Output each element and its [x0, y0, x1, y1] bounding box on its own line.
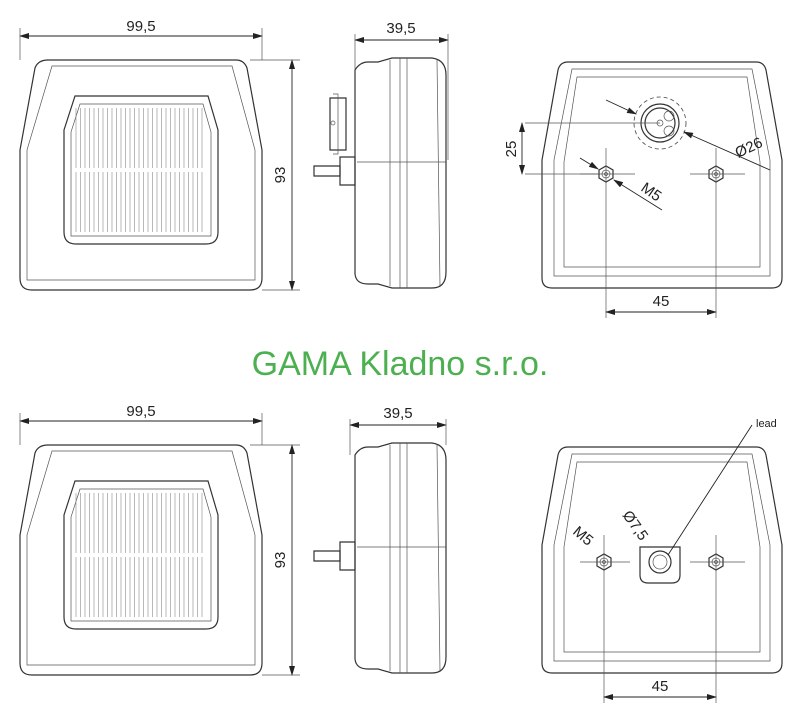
stud-spacing-dimension: 45 [652, 678, 669, 695]
bottom-front-view: 99,5 93 [19, 403, 300, 676]
top-side-view: 39,5 [313, 20, 449, 289]
lead-hole-diameter-label: Ø7,5 [619, 508, 652, 544]
thread-label: M5 [569, 523, 596, 549]
height-dimension: 93 [272, 167, 289, 184]
height-dimension: 93 [272, 552, 289, 569]
lead-label: lead [756, 418, 777, 430]
connector-offset-dimension: 25 [503, 141, 520, 158]
top-back-view: 25 Ø26 M5 45 [503, 61, 783, 318]
connector-diameter-label: Ø26 [733, 134, 766, 161]
width-dimension: 99,5 [126, 18, 155, 35]
thread-label: M5 [638, 179, 665, 205]
depth-dimension: 39,5 [383, 405, 412, 422]
top-front-view: 99,5 93 [19, 18, 300, 291]
bottom-side-view: 39,5 [313, 405, 447, 674]
bottom-back-view: lead Ø7,5 M5 45 [541, 418, 783, 703]
width-dimension: 99,5 [126, 403, 155, 420]
depth-dimension: 39,5 [386, 20, 415, 37]
brand-text: GAMA Kladno s.r.o. [252, 345, 549, 383]
stud-spacing-dimension: 45 [653, 293, 670, 310]
